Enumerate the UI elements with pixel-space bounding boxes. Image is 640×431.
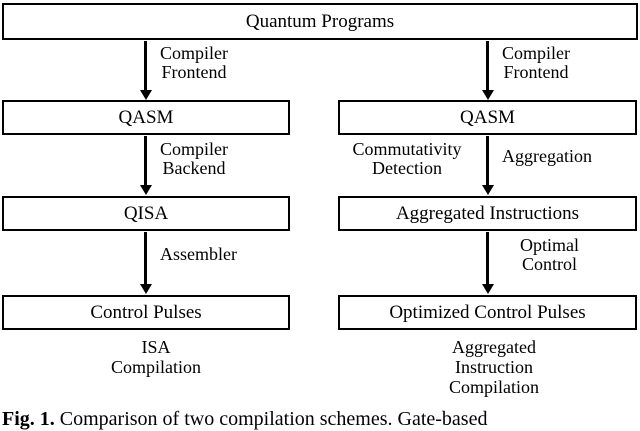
node-label: Control Pulses	[90, 302, 202, 323]
scheme-caption-line: Compilation	[111, 356, 201, 377]
node-right-optimized-control-pulses: Optimized Control Pulses	[338, 295, 637, 330]
edge-label-left-compiler-backend: Compiler Backend	[160, 139, 228, 179]
edge-label-line: Backend	[162, 158, 226, 179]
node-label: Aggregated Instructions	[395, 203, 580, 224]
figure-caption-text: Comparison of two compilation schemes. G…	[59, 408, 488, 430]
edge-label-line: Assembler	[160, 244, 237, 264]
node-left-qisa: QISA	[2, 196, 290, 231]
edge-label-left-assembler: Assembler	[160, 244, 237, 264]
arrow-right-optimal-control	[486, 232, 489, 285]
arrow-left-backend	[144, 136, 147, 186]
node-quantum-programs: Quantum Programs	[2, 3, 638, 40]
scheme-caption-line: Instruction	[455, 356, 533, 377]
node-right-qasm: QASM	[338, 100, 637, 135]
edge-label-right-commutativity-detection: Commutativity Detection	[333, 139, 481, 179]
arrow-right-aggregation	[486, 136, 489, 186]
edge-label-line: Compiler	[160, 139, 228, 159]
node-left-control-pulses: Control Pulses	[2, 295, 290, 330]
edge-label-right-optimal-control: Optimal Control	[520, 235, 579, 275]
edge-label-right-aggregation: Aggregation	[502, 146, 592, 166]
scheme-caption-line: Aggregated	[452, 337, 536, 357]
node-label: Quantum Programs	[245, 11, 395, 32]
scheme-caption-right: Aggregated Instruction Compilation	[404, 337, 584, 397]
node-right-aggregated-instructions: Aggregated Instructions	[338, 196, 637, 231]
arrow-right-frontend	[486, 41, 489, 91]
figure-caption: Fig. 1. Comparison of two compilation sc…	[2, 408, 638, 431]
scheme-caption-line: ISA	[141, 337, 171, 357]
node-label: QISA	[123, 203, 169, 224]
arrow-left-assembler	[144, 232, 147, 285]
edge-label-line: Frontend	[161, 62, 227, 83]
edge-label-line: Aggregation	[502, 146, 592, 166]
edge-label-right-compiler-frontend: Compiler Frontend	[502, 43, 570, 83]
edge-label-line: Detection	[372, 158, 442, 179]
node-left-qasm: QASM	[2, 100, 290, 135]
node-label: QASM	[460, 107, 515, 128]
edge-label-line: Control	[521, 254, 577, 275]
edge-label-line: Optimal	[520, 235, 579, 255]
edge-label-line: Commutativity	[352, 139, 462, 159]
scheme-caption-left: ISA Compilation	[66, 337, 246, 378]
edge-label-line: Frontend	[503, 62, 569, 83]
edge-label-left-compiler-frontend: Compiler Frontend	[160, 43, 228, 83]
arrow-left-frontend	[144, 41, 147, 91]
edge-label-line: Compiler	[160, 43, 228, 63]
figure-caption-prefix: Fig. 1.	[2, 408, 55, 430]
edge-label-line: Compiler	[502, 43, 570, 63]
scheme-caption-line: Compilation	[449, 376, 539, 397]
node-label: Optimized Control Pulses	[389, 302, 586, 323]
node-label: QASM	[118, 107, 174, 128]
